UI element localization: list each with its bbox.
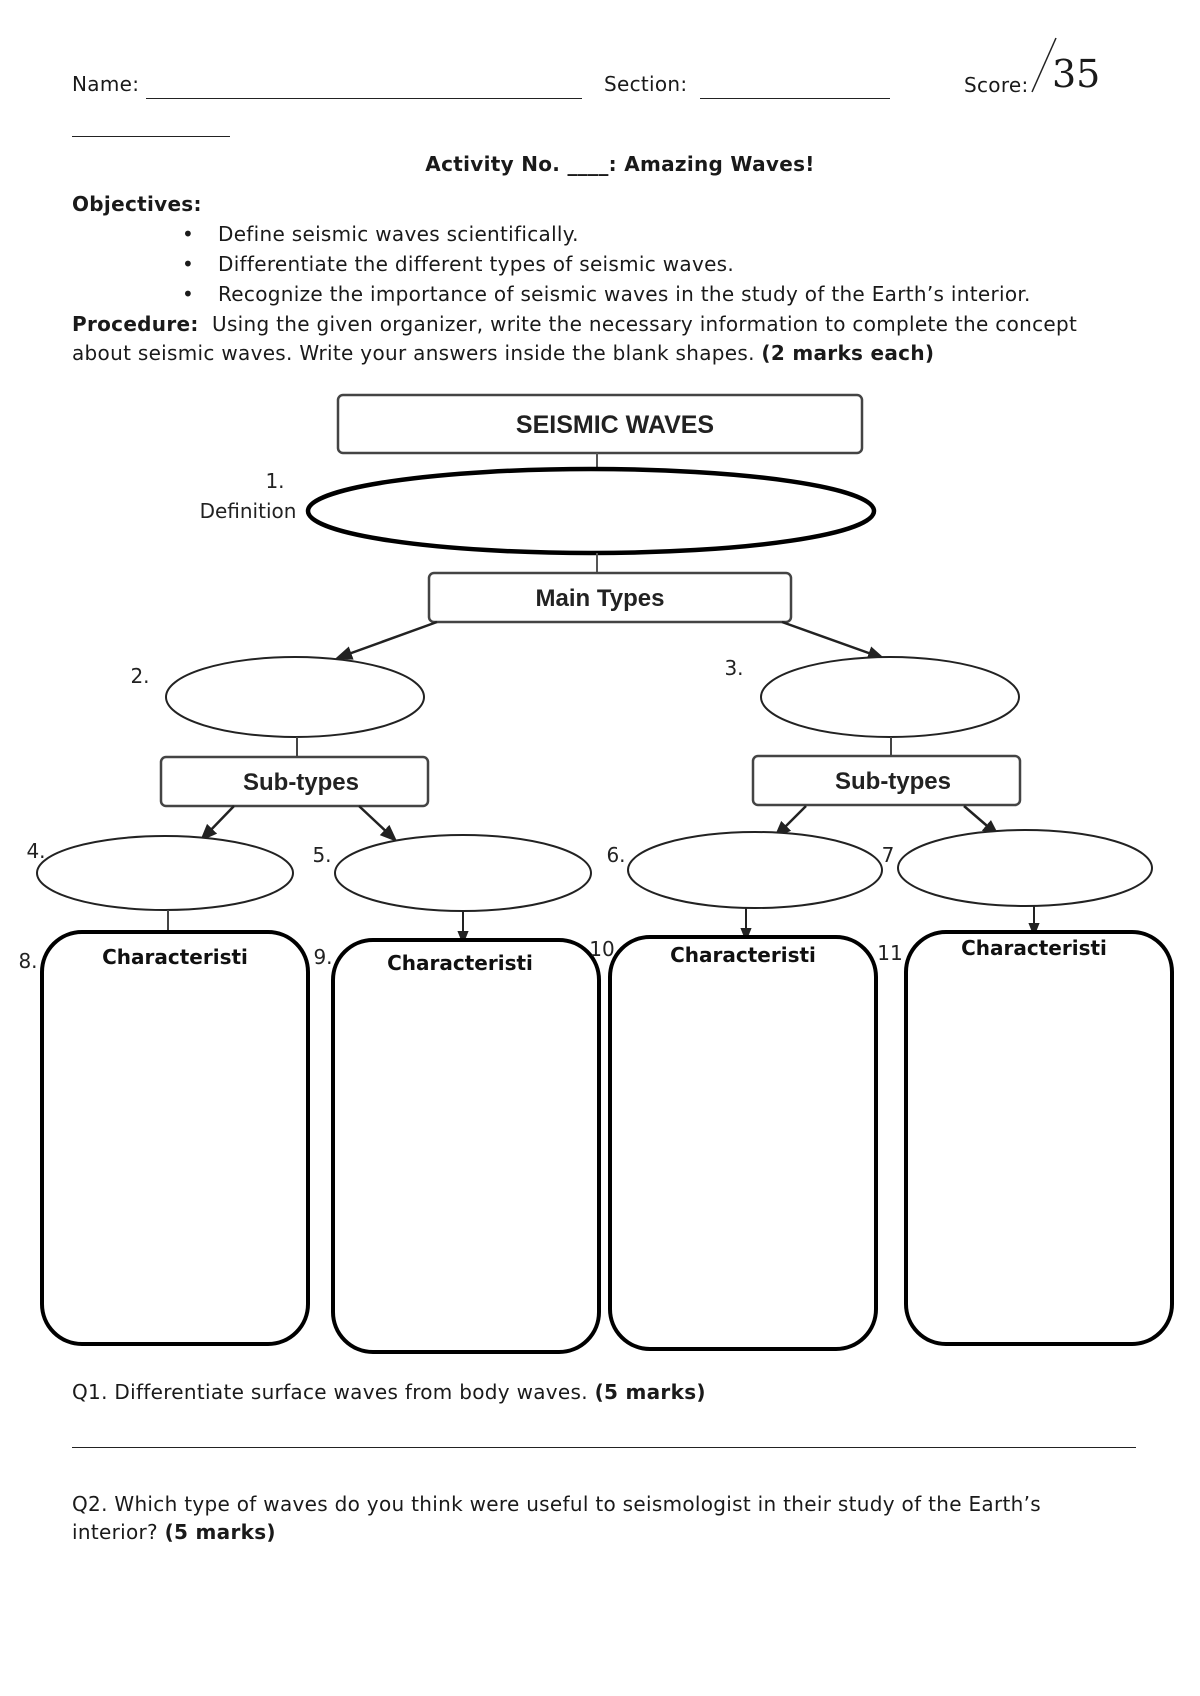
characteristics-label-9: Characteristi xyxy=(387,951,533,975)
objectives-label: Objectives: xyxy=(72,192,202,216)
number-10: 10 xyxy=(589,937,614,961)
main-types-box xyxy=(427,571,793,624)
number-7: 7 xyxy=(882,843,895,867)
subtype-ellipse-6[interactable] xyxy=(627,831,883,909)
definition-label: Definition xyxy=(200,499,297,523)
name-label: Name: xyxy=(72,72,140,96)
subtype-ellipse-7[interactable] xyxy=(897,829,1153,907)
extra-blank xyxy=(72,136,230,137)
bullet-2: • xyxy=(182,252,195,276)
number-4: 4. xyxy=(26,839,45,863)
number-6: 6. xyxy=(606,843,625,867)
main-type-ellipse-left[interactable] xyxy=(165,656,425,738)
number-5: 5. xyxy=(312,843,331,867)
procedure-text-2: about seismic waves. Write your answers … xyxy=(72,341,755,365)
number-3: 3. xyxy=(724,656,743,680)
q2-line-2: interior? xyxy=(72,1520,158,1544)
bullet-3: • xyxy=(182,282,195,306)
arrow-to-subtype-7 xyxy=(963,805,1000,837)
score-slash xyxy=(1031,37,1057,93)
title-text: SEISMIC WAVES xyxy=(516,411,714,439)
procedure-line-1: Procedure: Using the given organizer, wr… xyxy=(72,312,1077,336)
procedure-line-2: about seismic waves. Write your answers … xyxy=(72,341,934,365)
objective-1: Define seismic waves scientifically. xyxy=(218,222,579,246)
subtypes-box-left xyxy=(159,755,430,808)
objective-3: Recognize the importance of seismic wave… xyxy=(218,282,1031,306)
number-11: 11 xyxy=(877,941,902,965)
question-2-line-2: interior? (5 marks) xyxy=(72,1520,276,1544)
arrow-to-subtype-6 xyxy=(773,805,807,839)
arrow-to-subtype-5 xyxy=(358,805,398,842)
q1-marks: (5 marks) xyxy=(594,1380,706,1404)
subtypes-left-text: Sub-types xyxy=(243,769,359,796)
characteristics-box-9[interactable] xyxy=(331,938,601,1354)
definition-ellipse[interactable] xyxy=(305,466,877,556)
q1-answer-line[interactable] xyxy=(72,1447,1136,1448)
definition-number: 1. xyxy=(265,469,284,493)
title-box xyxy=(336,393,864,455)
number-2: 2. xyxy=(130,664,149,688)
section-label: Section: xyxy=(604,72,688,96)
score-label: Score: xyxy=(964,73,1029,97)
characteristics-box-8[interactable] xyxy=(40,930,310,1346)
activity-title: Activity No. ____: Amazing Waves! xyxy=(425,152,815,176)
characteristics-box-11[interactable] xyxy=(904,930,1174,1346)
main-type-ellipse-right[interactable] xyxy=(760,656,1020,738)
characteristics-box-10[interactable] xyxy=(608,935,878,1351)
number-9: 9. xyxy=(313,945,332,969)
procedure-label: Procedure: xyxy=(72,312,199,336)
characteristics-label-10: Characteristi xyxy=(670,943,816,967)
arrow-to-main-type-left xyxy=(334,620,438,660)
q2-marks: (5 marks) xyxy=(164,1520,276,1544)
arrow-to-subtype-4 xyxy=(199,805,235,842)
subtype-ellipse-5[interactable] xyxy=(334,834,592,912)
arrow-to-main-type-right xyxy=(781,620,886,660)
name-blank[interactable] xyxy=(146,98,582,99)
objective-2: Differentiate the different types of sei… xyxy=(218,252,735,276)
procedure-marks: (2 marks each) xyxy=(761,341,935,365)
procedure-text-1: Using the given organizer, write the nec… xyxy=(212,312,1078,336)
section-blank[interactable] xyxy=(700,98,890,99)
q2-line-1: Q2. Which type of waves do you think wer… xyxy=(72,1492,1041,1516)
main-types-text: Main Types xyxy=(536,585,665,612)
characteristics-label-11: Characteristi xyxy=(961,936,1107,960)
number-8: 8. xyxy=(18,949,37,973)
characteristics-label-8: Characteristi xyxy=(102,945,248,969)
subtypes-right-text: Sub-types xyxy=(835,768,951,795)
score-total: 35 xyxy=(1052,52,1101,96)
subtypes-box-right xyxy=(751,754,1022,807)
question-1: Q1. Differentiate surface waves from bod… xyxy=(72,1380,706,1404)
q1-text: Q1. Differentiate surface waves from bod… xyxy=(72,1380,588,1404)
subtype-ellipse-4[interactable] xyxy=(36,835,294,911)
bullet-1: • xyxy=(182,222,195,246)
